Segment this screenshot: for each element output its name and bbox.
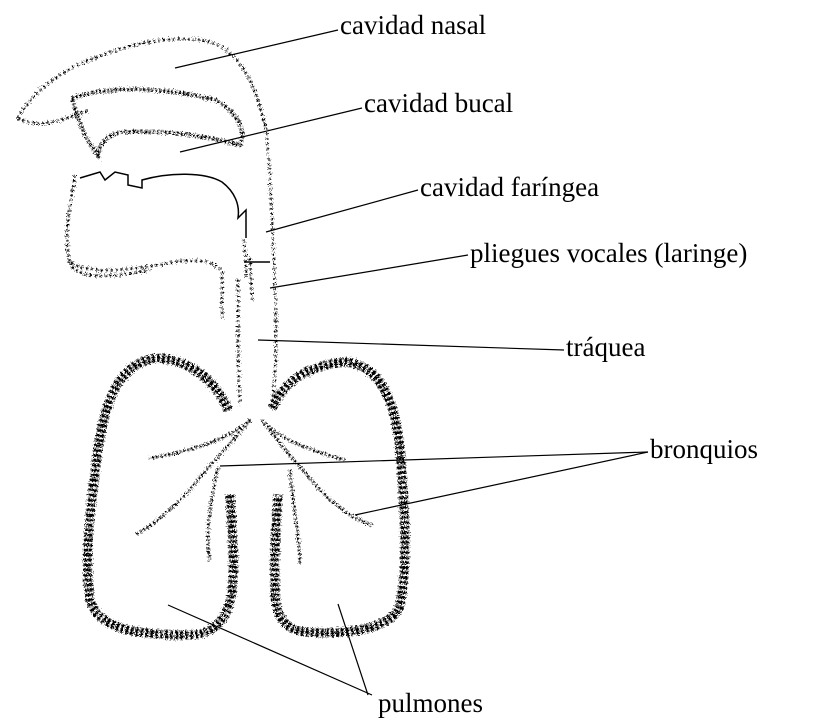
label-traquea: tráquea bbox=[566, 332, 645, 362]
bronchial-tree bbox=[135, 420, 372, 565]
palate-outline bbox=[72, 90, 242, 155]
leader-nasal bbox=[175, 30, 338, 68]
mouth-outline bbox=[67, 175, 222, 318]
label-cavidad-nasal: cavidad nasal bbox=[340, 10, 486, 40]
leader-traquea bbox=[258, 340, 564, 350]
pharynx bbox=[244, 128, 276, 320]
nasal-cavity-outline bbox=[18, 39, 266, 128]
label-cavidad-bucal: cavidad bucal bbox=[364, 88, 513, 118]
chin-outline bbox=[70, 262, 150, 276]
leader-pulmones-left bbox=[168, 605, 372, 695]
nasal-floor-outline bbox=[18, 110, 90, 123]
leader-bronquios-left bbox=[220, 452, 648, 466]
head-outline bbox=[18, 39, 266, 318]
label-cavidad-faringea: cavidad faríngea bbox=[420, 172, 599, 202]
leader-faringea bbox=[266, 190, 418, 232]
trachea bbox=[238, 280, 276, 405]
tongue-outline bbox=[80, 172, 246, 238]
label-pulmones: pulmones bbox=[378, 688, 483, 718]
leader-bucal bbox=[180, 108, 362, 152]
leader-pliegues bbox=[270, 255, 468, 288]
label-bronquios: bronquios bbox=[650, 434, 758, 464]
label-pliegues-vocales: pliegues vocales (laringe) bbox=[470, 238, 747, 268]
right-lung bbox=[272, 362, 405, 633]
